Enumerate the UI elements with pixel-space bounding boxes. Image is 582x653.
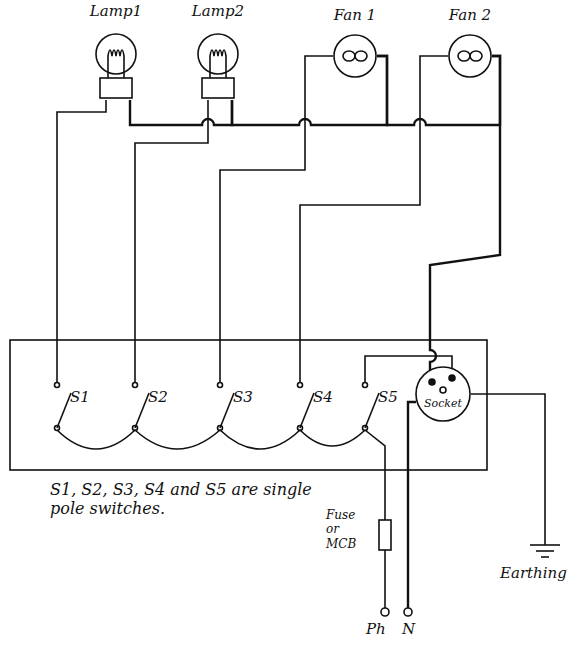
terminal-label: N: [402, 620, 415, 638]
neutral-wire: [408, 402, 416, 608]
earth-symbol: [530, 544, 560, 546]
lamp1-wire: [57, 100, 106, 382]
lamp-symbol: [88, 22, 144, 100]
socket-symbol: [415, 366, 471, 422]
lamp2-wire: [135, 100, 208, 382]
switch-label: S5: [378, 388, 398, 406]
neutral-wire: [377, 56, 500, 125]
fan-label: Fan 2: [449, 6, 491, 24]
fuse-symbol: [379, 520, 391, 550]
lamp-label: Lamp1: [90, 2, 142, 20]
phase-bus: [57, 430, 365, 449]
terminal-label: Ph: [366, 620, 386, 638]
phase-terminal: [381, 608, 389, 616]
lamp-node: Lamp2: [190, 4, 246, 100]
fuse-label: Fuse or MCB: [326, 508, 372, 551]
socket-label: Socket: [424, 397, 462, 410]
socket-node: Socket: [415, 366, 471, 422]
earth-wire: [471, 394, 545, 545]
fan-node: Fan 2: [448, 12, 492, 78]
note-text: S1, S2, S3, S4 and S5 are single pole sw…: [50, 480, 315, 518]
phase-wire: [365, 430, 385, 520]
switch-board: [10, 340, 487, 470]
switch-symbols: [55, 383, 380, 431]
fan2-wire: [300, 56, 448, 382]
fan-symbol: [333, 34, 377, 78]
phase-wire: [384, 550, 386, 608]
switch-label: S3: [233, 388, 253, 406]
fan1-wire: [220, 56, 333, 382]
earth-symbol: [536, 550, 554, 552]
earth-symbol: [541, 556, 549, 558]
lamp-label: Lamp2: [192, 2, 244, 20]
neutral-wire: [232, 56, 387, 125]
earth-label: Earthing: [500, 564, 567, 582]
lamp-node: Lamp1: [88, 4, 144, 100]
lamp-symbol: [190, 22, 246, 100]
switch-label: S1: [70, 388, 90, 406]
neutral-terminal: [404, 608, 412, 616]
switch-label: S4: [313, 388, 333, 406]
fan-label: Fan 1: [334, 6, 376, 24]
fan-node: Fan 1: [333, 12, 377, 78]
neutral-wire: [130, 100, 232, 125]
switch-label: S2: [148, 388, 168, 406]
fan-symbol: [448, 34, 492, 78]
neutral-wire: [430, 56, 500, 370]
